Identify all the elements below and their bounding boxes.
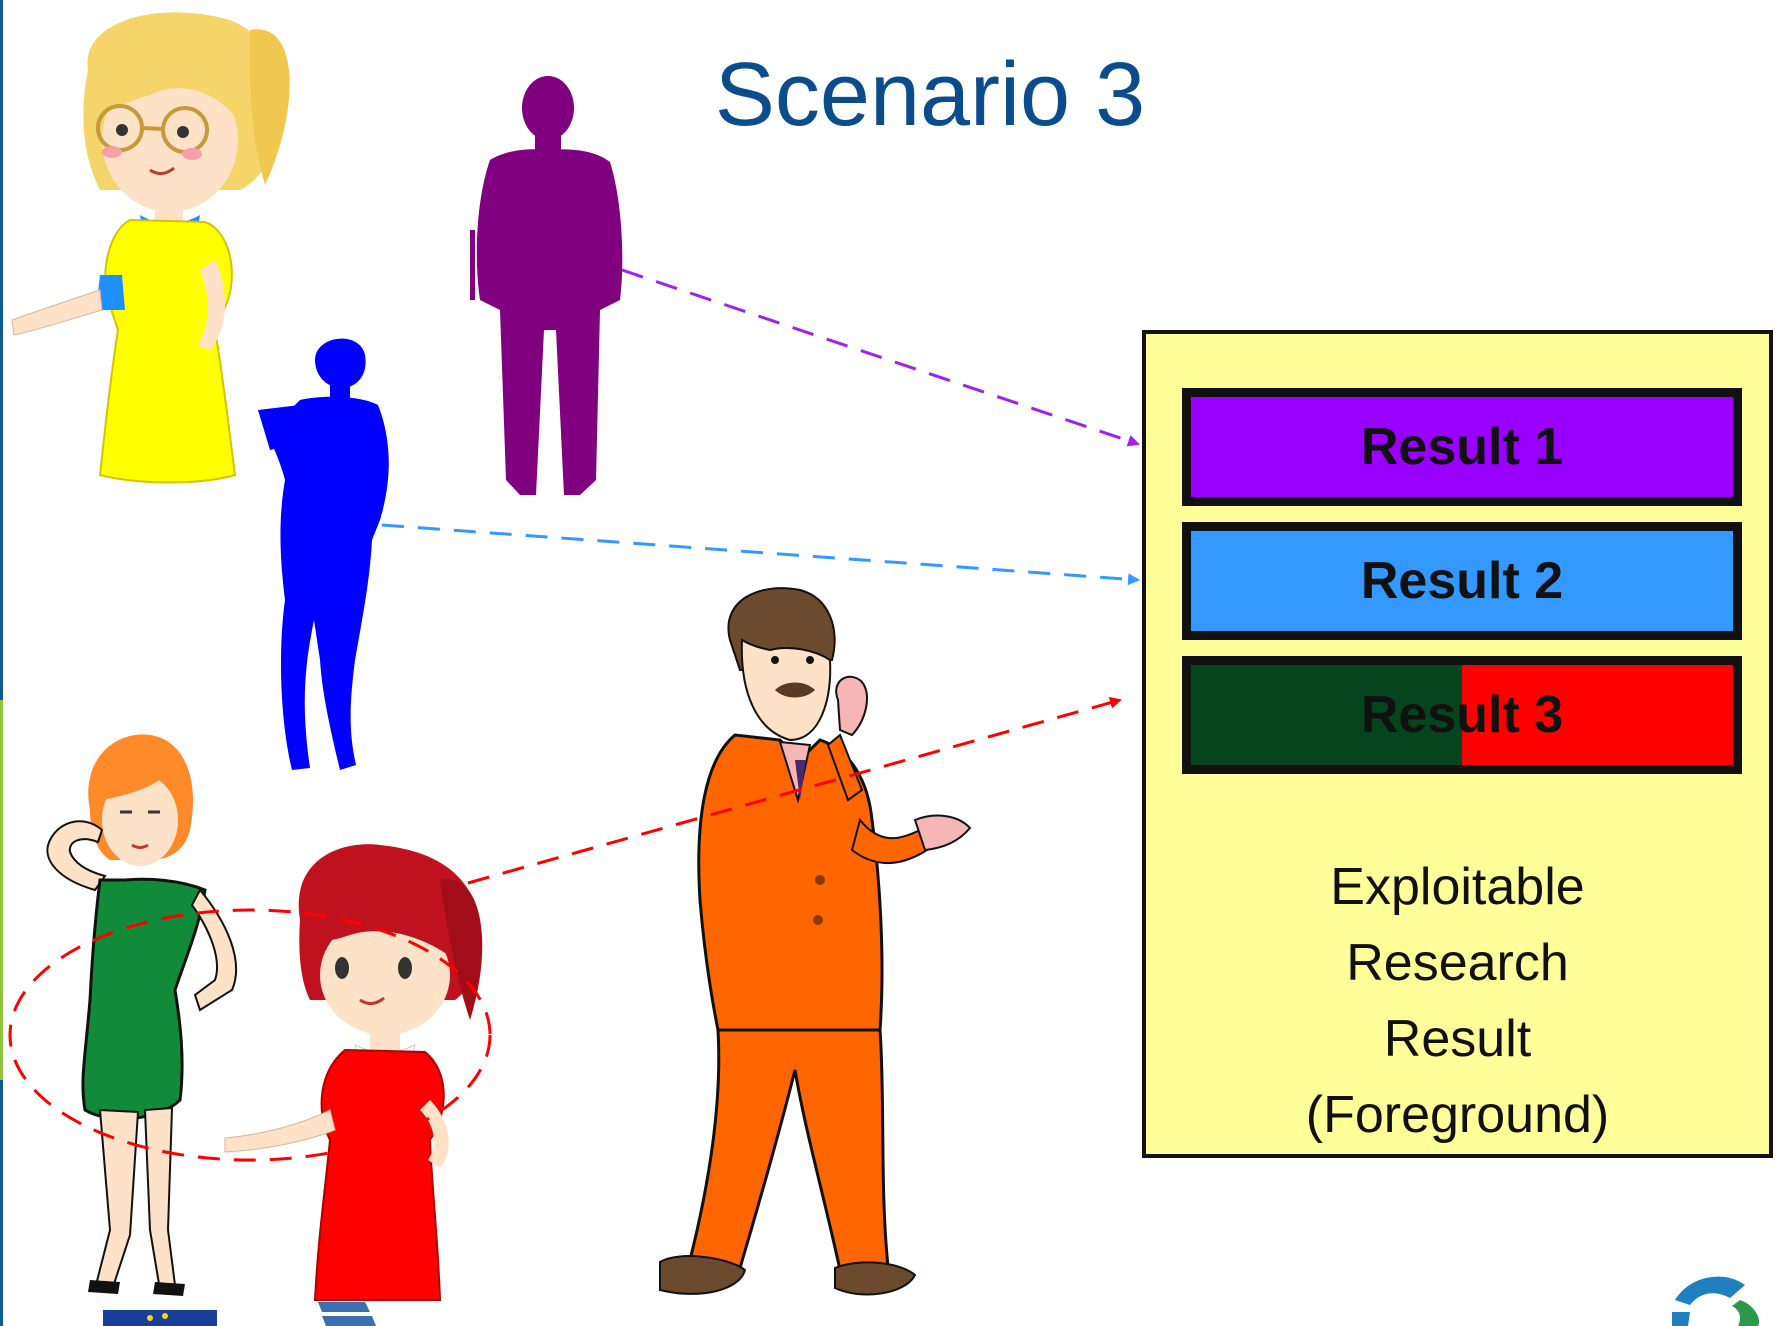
result-1-bar: Result 1 (1182, 388, 1742, 506)
foreground-results-box: Result 1 Result 2 Result 3 Exploitable R… (1142, 330, 1773, 1158)
result-1-label: Result 1 (1360, 418, 1564, 476)
woman-red-dress (224, 844, 483, 1301)
caption-line: Exploitable (1330, 858, 1585, 916)
left-edge-accent (0, 700, 3, 1080)
caption-line: Result (1383, 1010, 1532, 1068)
group-outline (8, 908, 492, 1162)
result-2-label: Result 2 (1360, 552, 1564, 610)
partner-logo (318, 1302, 376, 1326)
woman-green-dress (46, 734, 237, 1296)
left-edge-stripe (0, 0, 3, 1326)
result-3-green-share (1191, 665, 1462, 765)
arrow-to-result-2 (381, 523, 1140, 586)
project-logo (1672, 1276, 1760, 1326)
result-3-label: Result 3 (1360, 686, 1564, 744)
man-orange-suit (659, 587, 972, 1296)
result-2-bar: Result 2 (1182, 522, 1742, 640)
caption-line: Research (1346, 934, 1569, 992)
result-3-bar: Result 3 (1182, 656, 1742, 774)
arrow-to-result-1 (621, 268, 1140, 447)
blonde-woman-yellow-dress (11, 12, 290, 484)
slide-title: Scenario 3 (714, 45, 1146, 145)
woman-silhouette (258, 338, 389, 770)
eu-flag-logo (103, 1310, 217, 1326)
foreground-caption: Exploitable Research Result (Foreground) (1146, 849, 1769, 1153)
man-in-suit-silhouette (470, 76, 623, 496)
arrow-to-result-3 (467, 696, 1122, 885)
caption-line: (Foreground) (1305, 1086, 1610, 1144)
